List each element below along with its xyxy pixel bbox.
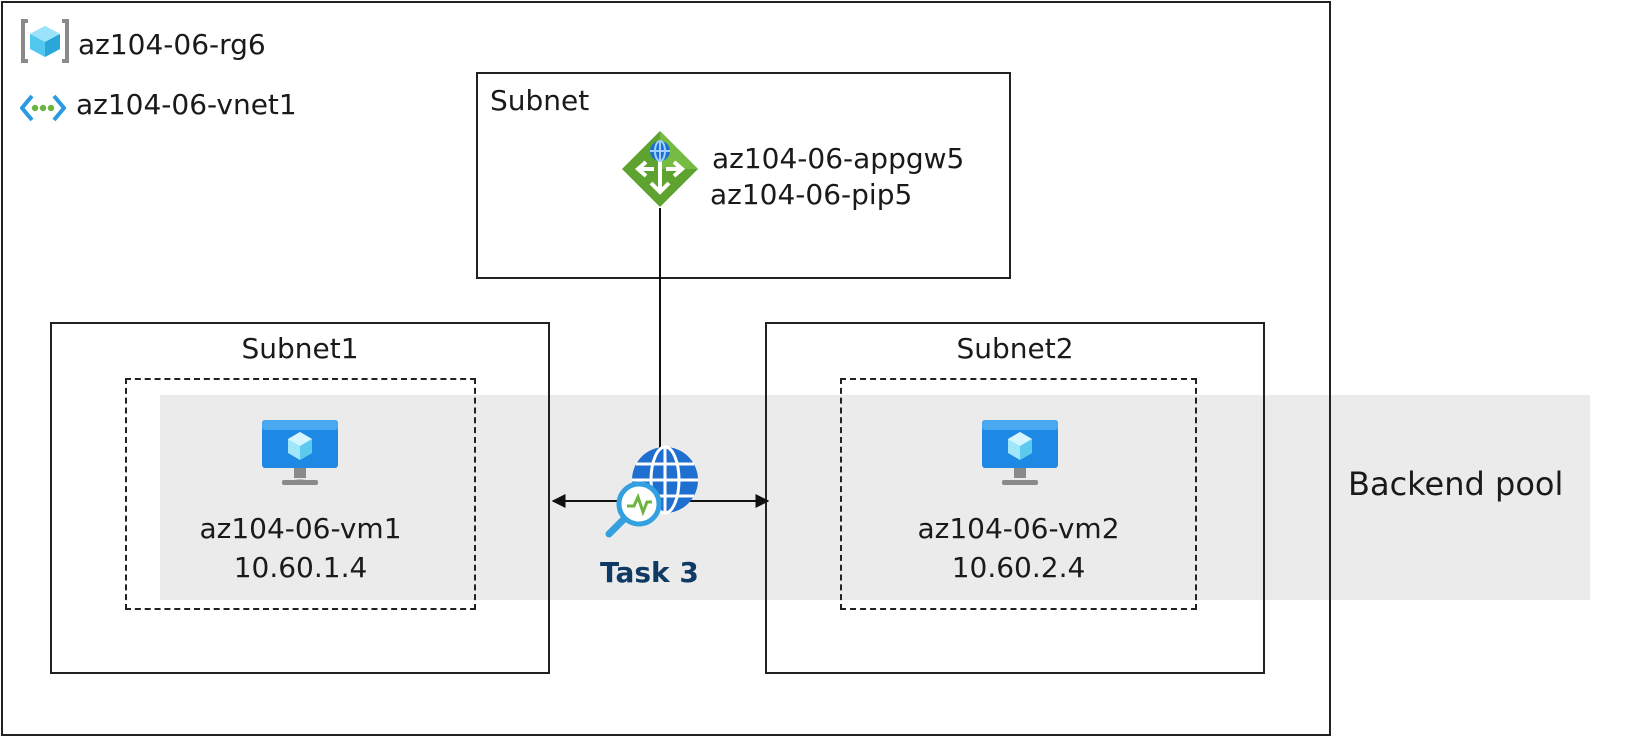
vnet-name: az104-06-vnet1: [76, 88, 297, 121]
appgw-name: az104-06-appgw5: [712, 142, 965, 175]
vm2-ip: 10.60.2.4: [951, 551, 1086, 584]
backend-pool-label: Backend pool: [1348, 465, 1564, 503]
vm2-name: az104-06-vm2: [917, 512, 1120, 545]
vm1-ip: 10.60.1.4: [233, 551, 368, 584]
gateway-subnet: [476, 72, 1011, 279]
subnet1-label: Subnet1: [241, 332, 359, 365]
backend-pool-band: [160, 395, 1590, 600]
public-ip-name: az104-06-pip5: [710, 178, 913, 211]
subnet2-label: Subnet2: [956, 332, 1074, 365]
resource-group-icon: [20, 18, 70, 64]
gateway-subnet-label: Subnet: [490, 84, 590, 117]
virtual-machine-icon: [980, 418, 1060, 488]
network-watcher-icon: [603, 442, 703, 542]
application-gateway-icon: [620, 129, 700, 209]
vm1-name: az104-06-vm1: [199, 512, 402, 545]
virtual-machine-icon: [260, 418, 340, 488]
subnet1: [50, 322, 550, 674]
task-label: Task 3: [600, 556, 699, 589]
vnet-boundary: [1, 1, 1331, 736]
vm2-frame: [840, 378, 1197, 610]
virtual-network-icon: [19, 88, 67, 128]
resource-group-name: az104-06-rg6: [78, 28, 266, 61]
vm1-frame: [125, 378, 476, 610]
